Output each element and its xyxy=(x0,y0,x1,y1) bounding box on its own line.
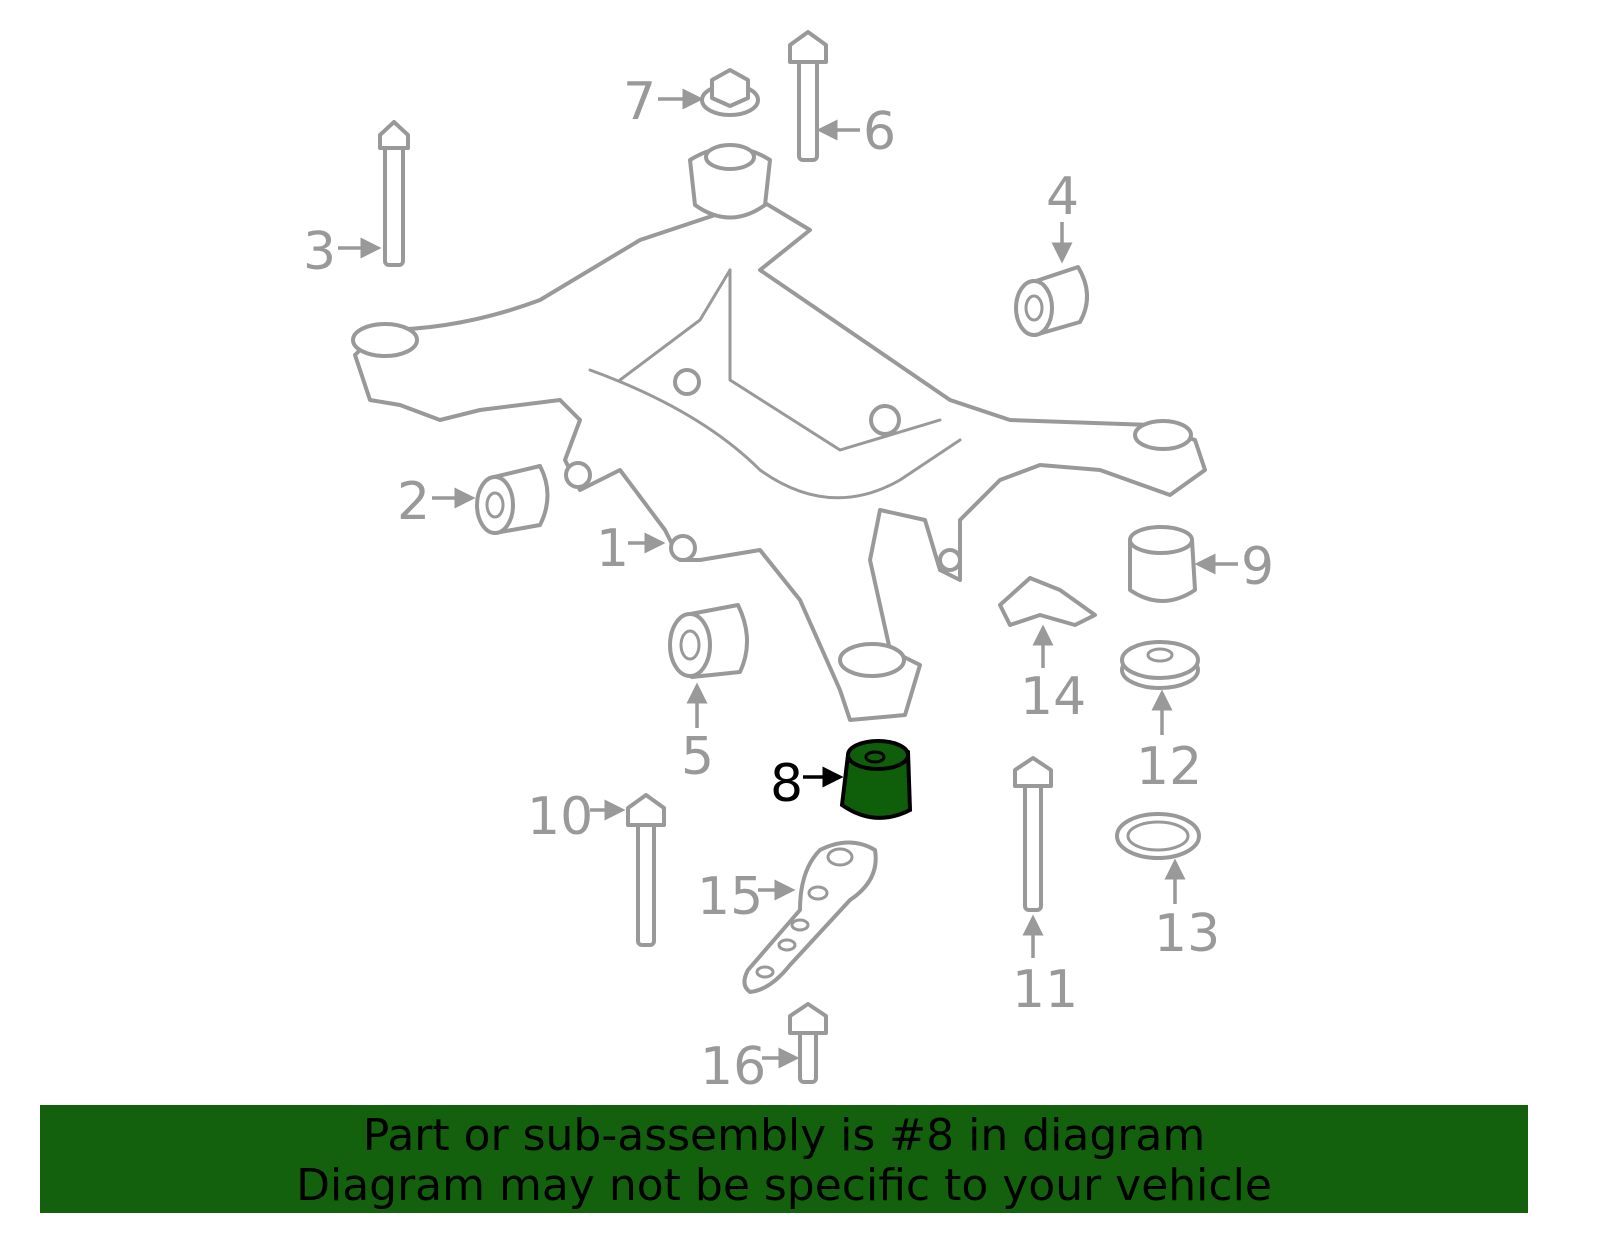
callout-6: 6 xyxy=(816,102,896,162)
svg-text:16: 16 xyxy=(700,1037,766,1097)
svg-text:4: 4 xyxy=(1046,167,1079,227)
svg-text:13: 13 xyxy=(1154,904,1220,964)
bracket-part-14[interactable] xyxy=(998,576,1097,627)
washer-part-13[interactable] xyxy=(1115,812,1201,860)
callout-2: 2 xyxy=(397,472,476,532)
bushing-part-9[interactable] xyxy=(1128,525,1197,603)
banner-line-part-number: Part or sub-assembly is #8 in diagram xyxy=(362,1110,1206,1161)
bushing-part-4[interactable] xyxy=(1014,265,1089,337)
svg-text:12: 12 xyxy=(1136,737,1202,797)
callout-8: 8 xyxy=(770,754,844,814)
info-banner: Part or sub-assembly is #8 in diagram Di… xyxy=(40,1105,1528,1213)
banner-line-disclaimer: Diagram may not be specific to your vehi… xyxy=(296,1160,1272,1211)
svg-text:9: 9 xyxy=(1241,537,1274,597)
svg-text:6: 6 xyxy=(863,102,896,162)
bolt-part-3[interactable] xyxy=(378,120,410,267)
svg-text:1: 1 xyxy=(596,519,629,579)
parts-diagram: 1 2 3 4 5 6 7 8 9 10 11 12 13 14 15 16 xyxy=(303,30,1274,1097)
callout-7: 7 xyxy=(623,72,704,132)
svg-text:5: 5 xyxy=(681,727,714,787)
bolt-part-6[interactable] xyxy=(788,30,828,162)
callout-15: 15 xyxy=(697,867,796,927)
callout-13: 13 xyxy=(1154,858,1220,964)
nut-part-7[interactable] xyxy=(700,68,760,117)
callout-5: 5 xyxy=(681,682,714,787)
callout-16: 16 xyxy=(700,1037,800,1097)
callout-12: 12 xyxy=(1136,689,1202,797)
callout-9: 9 xyxy=(1194,537,1274,597)
callout-11: 11 xyxy=(1012,914,1078,1020)
svg-text:7: 7 xyxy=(623,72,656,132)
callout-10: 10 xyxy=(527,787,626,847)
callout-3: 3 xyxy=(303,222,382,282)
bracket-part-15[interactable] xyxy=(742,840,878,994)
callout-1: 1 xyxy=(596,519,666,579)
svg-text:11: 11 xyxy=(1012,960,1078,1020)
bushing-part-5[interactable] xyxy=(668,603,750,679)
svg-text:3: 3 xyxy=(303,222,336,282)
svg-text:10: 10 xyxy=(527,787,593,847)
svg-text:8: 8 xyxy=(770,754,803,814)
callout-14: 14 xyxy=(1020,624,1086,727)
bolt-part-11[interactable] xyxy=(1013,756,1053,912)
mount-part-12[interactable] xyxy=(1120,640,1200,690)
callout-4: 4 xyxy=(1046,167,1079,264)
bushing-part-8-highlighted[interactable] xyxy=(839,739,913,820)
svg-text:2: 2 xyxy=(397,472,430,532)
bolt-part-16[interactable] xyxy=(788,1002,828,1084)
subframe-part-1[interactable] xyxy=(351,143,1207,722)
bolt-part-10[interactable] xyxy=(626,793,666,947)
bushing-part-2[interactable] xyxy=(475,464,550,535)
svg-text:15: 15 xyxy=(697,867,763,927)
svg-text:14: 14 xyxy=(1020,667,1086,727)
